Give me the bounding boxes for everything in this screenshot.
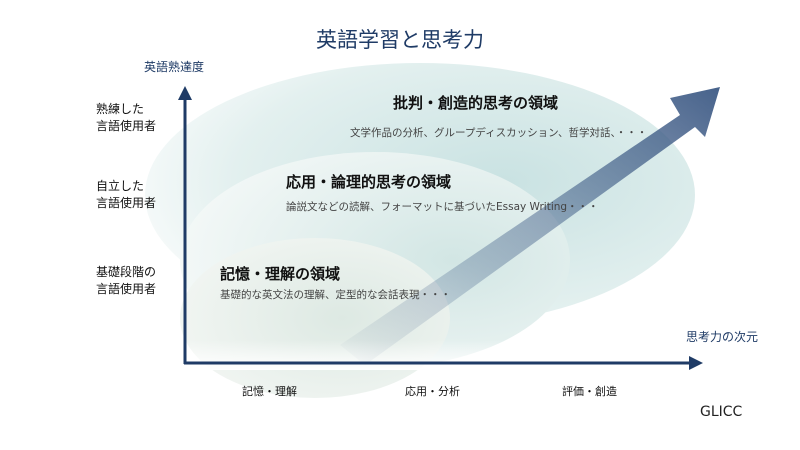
level-line: 基礎段階の (96, 265, 157, 279)
page-title: 英語学習と思考力 (316, 28, 484, 52)
x-axis (184, 356, 703, 370)
y-axis-label: 英語熟達度 (144, 60, 205, 74)
level-line: 言語使用者 (96, 119, 157, 133)
x-tick-memory: 記憶・理解 (242, 385, 297, 398)
zone-memory-desc: 基礎的な英文法の理解、定型的な会話表現・・・ (220, 289, 451, 301)
brand-logo-text: GLICC (700, 404, 743, 420)
level-label-proficient: 熟練した 言語使用者 (96, 101, 156, 135)
zone-critical-desc: 文学作品の分析、グループディスカッション、哲学対話、・・・ (350, 127, 648, 139)
x-tick-creative: 評価・創造 (562, 385, 617, 398)
level-label-independent: 自立した 言語使用者 (96, 178, 156, 212)
level-line: 熟練した (96, 102, 145, 116)
x-tick-applied: 応用・分析 (405, 385, 460, 398)
growth-arrow (340, 87, 720, 365)
y-axis (178, 86, 192, 364)
zone-applied-desc: 論説文などの読解、フォーマットに基づいたEssay Writing・・・ (286, 201, 599, 213)
x-axis-label: 思考力の次元 (686, 330, 759, 344)
level-label-basic: 基礎段階の 言語使用者 (96, 264, 156, 298)
zone-applied-heading: 応用・論理的思考の領域 (286, 173, 452, 191)
level-line: 自立した (96, 179, 145, 193)
zone-memory-heading: 記憶・理解の領域 (220, 265, 341, 283)
level-line: 言語使用者 (96, 282, 157, 296)
zone-critical-heading: 批判・創造的思考の領域 (393, 94, 559, 112)
level-line: 言語使用者 (96, 196, 157, 210)
